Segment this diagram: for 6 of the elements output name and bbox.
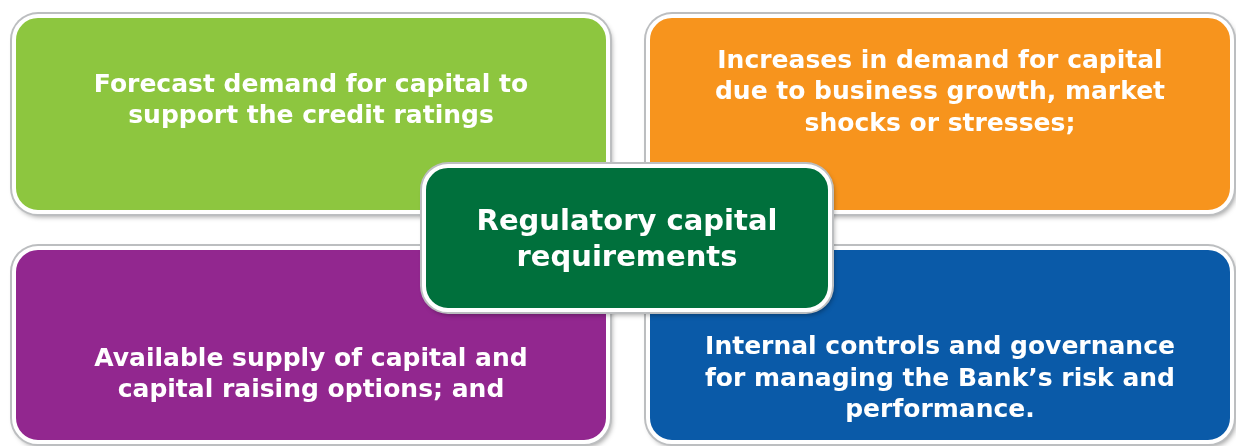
topic-text: Forecast demand for capital to support the credit ratings xyxy=(92,68,530,131)
topic-text: Increases in demand for capital due to business growth, market shocks or stresses; xyxy=(713,44,1167,138)
topic-text: Internal controls and governance for managing the Bank’s risk and performance. xyxy=(703,330,1176,424)
center-title: Regulatory capital requirements xyxy=(475,201,779,275)
center-box xyxy=(422,164,832,312)
topic-text: Available supply of capital and capital raising options; and xyxy=(93,341,529,404)
